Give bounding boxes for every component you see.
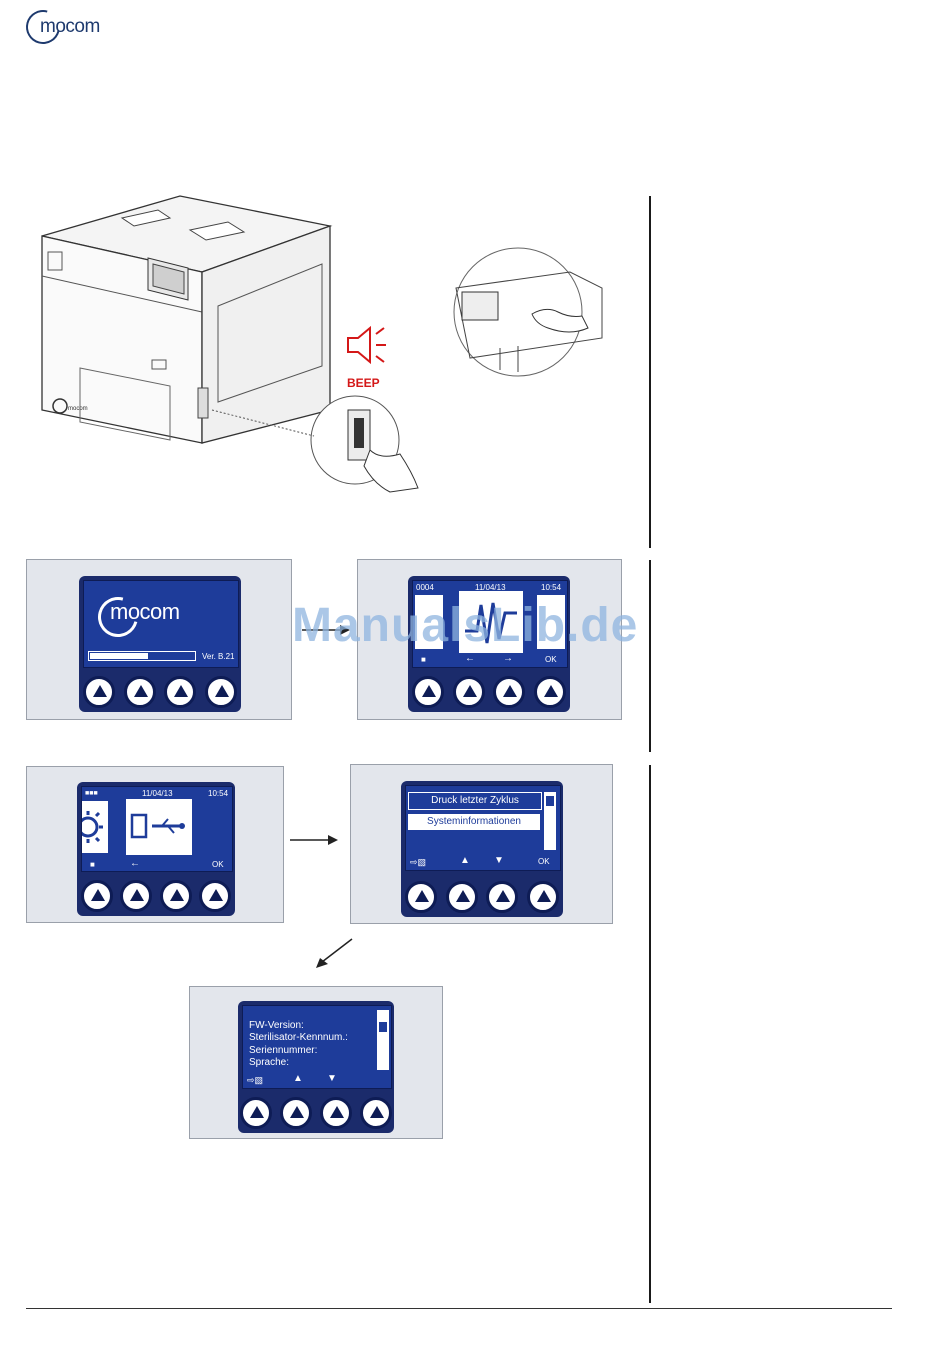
- usb-tile: [126, 799, 192, 855]
- device-button-1[interactable]: [83, 676, 115, 708]
- sysinfo-serial-number: Seriennummer:: [249, 1045, 317, 1058]
- date-display: 11/04/13: [142, 789, 173, 799]
- up-triangle-icon: ▲: [460, 856, 470, 866]
- device-display: ■■■ 11/04/13 10:54: [77, 782, 235, 916]
- down-triangle-icon: ▼: [494, 856, 504, 866]
- panel-menu-screen: Druck letzter Zyklus Systeminformationen…: [350, 764, 613, 924]
- device-button-1[interactable]: [412, 676, 444, 708]
- ok-label: OK: [538, 857, 550, 867]
- left-arrow-icon: ←: [130, 859, 140, 869]
- device-button-3[interactable]: [160, 880, 192, 912]
- sysinfo-fw-version: FW-Version:: [249, 1020, 304, 1033]
- exit-icon: ⇨▧: [247, 1075, 263, 1085]
- device-button-4[interactable]: [360, 1097, 392, 1129]
- device-button-3[interactable]: [164, 676, 196, 708]
- device-button-1[interactable]: [240, 1097, 272, 1129]
- device-button-2[interactable]: [280, 1097, 312, 1129]
- arrow-down-left-icon: [310, 936, 356, 972]
- panel-system-info: FW-Version: Sterilisator-Kennnum.: Serie…: [189, 986, 443, 1139]
- logo-text: mocom: [40, 16, 100, 38]
- lock-icon: ■: [421, 655, 426, 665]
- right-arrow-icon: →: [503, 654, 513, 664]
- ok-label: OK: [212, 860, 224, 870]
- menu-item-system-info[interactable]: Systeminformationen: [408, 814, 540, 830]
- left-arrow-icon: ←: [465, 654, 475, 664]
- device-button-2[interactable]: [120, 880, 152, 912]
- boot-progress-fill: [90, 653, 148, 659]
- usb-screen: ■■■ 11/04/13 10:54: [81, 786, 233, 872]
- device-button-3[interactable]: [320, 1097, 352, 1129]
- usb-icon: [126, 799, 192, 855]
- panel-usb-screen: ■■■ 11/04/13 10:54: [26, 766, 284, 923]
- footer-rule: [26, 1308, 892, 1309]
- device-button-4[interactable]: [205, 676, 237, 708]
- down-triangle-icon: ▼: [327, 1074, 337, 1084]
- column-divider: [649, 765, 651, 1303]
- cycle-counter: ■■■: [85, 789, 98, 799]
- firmware-version: Ver. B.21: [202, 652, 234, 662]
- up-triangle-icon: ▲: [293, 1074, 303, 1084]
- scrollbar[interactable]: [377, 1010, 389, 1070]
- scrollbar[interactable]: [544, 792, 556, 850]
- svg-text:mocom: mocom: [68, 406, 88, 412]
- ok-label: OK: [545, 655, 557, 665]
- time-display: 10:54: [208, 789, 228, 799]
- device-button-2[interactable]: [453, 676, 485, 708]
- device-display: mocom Ver. B.21: [79, 576, 241, 712]
- watermark: ManualsLib.de: [292, 598, 638, 653]
- boot-progress-bar: [88, 651, 196, 661]
- settings-tile: [82, 801, 108, 853]
- device-button-4[interactable]: [534, 676, 566, 708]
- device-button-1[interactable]: [405, 881, 437, 913]
- device-button-3[interactable]: [486, 881, 518, 913]
- device-button-2[interactable]: [446, 881, 478, 913]
- boot-screen: mocom Ver. B.21: [83, 580, 239, 668]
- sysinfo-language: Sprache:: [249, 1057, 289, 1070]
- sysinfo-sterilizer-id: Sterilisator-Kennnum.:: [249, 1032, 348, 1045]
- device-button-4[interactable]: [199, 880, 231, 912]
- device-button-1[interactable]: [81, 880, 113, 912]
- cycle-counter: 0004: [416, 583, 434, 593]
- device-button-2[interactable]: [124, 676, 156, 708]
- device-button-4[interactable]: [527, 881, 559, 913]
- panel-boot-screen: mocom Ver. B.21: [26, 559, 292, 720]
- exit-icon: ⇨▧: [410, 857, 426, 867]
- column-divider: [649, 196, 651, 548]
- arrow-right-icon: [288, 830, 340, 850]
- device-button-3[interactable]: [493, 676, 525, 708]
- beep-label: BEEP: [347, 376, 380, 390]
- system-info-screen: FW-Version: Sterilisator-Kennnum.: Serie…: [242, 1005, 392, 1089]
- mocom-logo: mocom: [26, 10, 136, 46]
- boot-logo-text: mocom: [110, 599, 180, 625]
- scrollbar-thumb[interactable]: [546, 796, 554, 806]
- time-display: 10:54: [541, 583, 561, 593]
- column-divider: [649, 560, 651, 752]
- device-display: FW-Version: Sterilisator-Kennnum.: Serie…: [238, 1001, 394, 1133]
- scrollbar-thumb[interactable]: [379, 1022, 387, 1032]
- menu-screen: Druck letzter Zyklus Systeminformationen…: [405, 785, 561, 871]
- device-display: Druck letzter Zyklus Systeminformationen…: [401, 781, 563, 917]
- gear-icon: [82, 801, 108, 853]
- lock-icon: ■: [90, 860, 95, 870]
- sterilizer-illustration: mocom: [30, 188, 630, 518]
- menu-item-print-last-cycle[interactable]: Druck letzter Zyklus: [408, 792, 542, 810]
